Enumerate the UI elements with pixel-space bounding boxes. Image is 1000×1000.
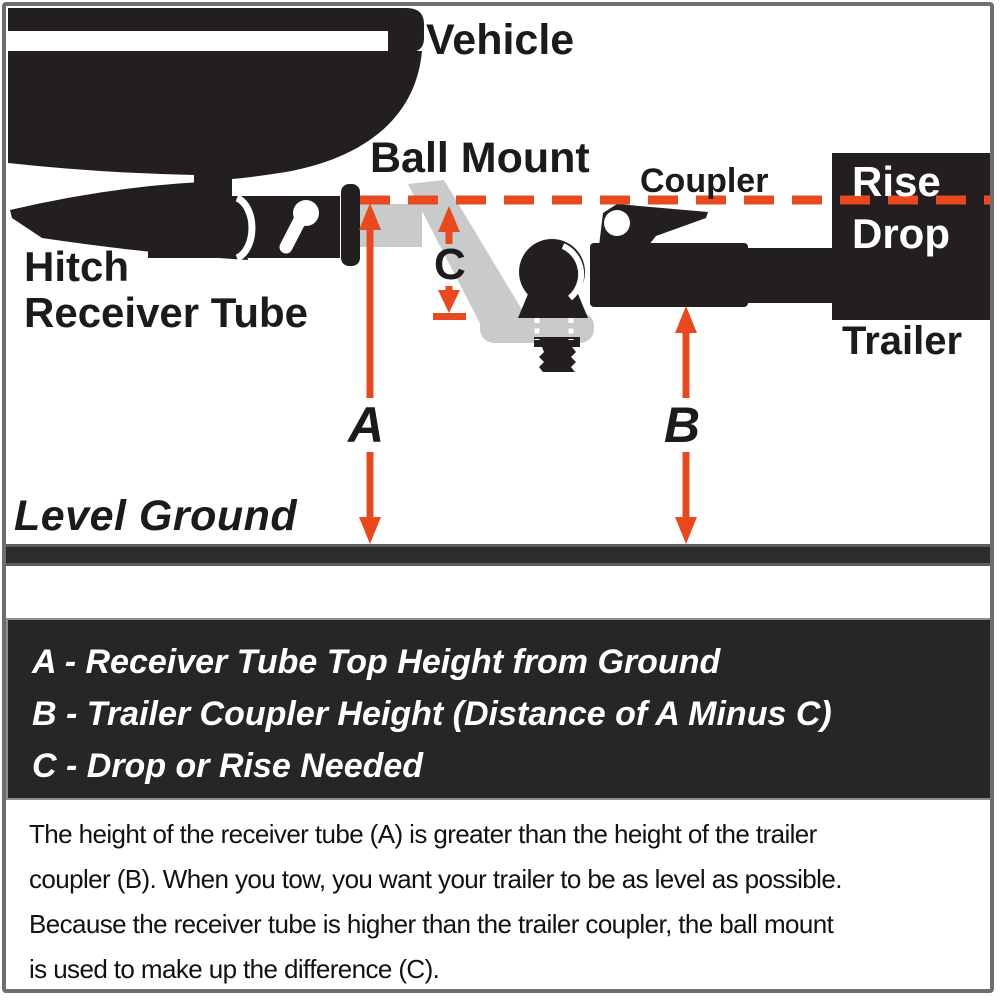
dimension-arrow-c	[433, 206, 466, 320]
description-text: The height of the receiver tube (A) is g…	[29, 812, 842, 992]
hitch-receiver-tube-label: Hitch Receiver Tube	[24, 243, 309, 336]
receiver-end-cap	[341, 184, 360, 266]
level-ground-label: Level Ground	[14, 492, 298, 540]
rise-label: Rise	[852, 158, 941, 205]
vehicle-label: Vehicle	[426, 16, 575, 64]
receiver-collar-arc	[235, 194, 256, 262]
ball-highlight-arc	[561, 243, 585, 301]
trailer-label: Trailer	[842, 319, 963, 363]
dimension-a-label: A	[348, 397, 385, 453]
latch-hole	[604, 210, 630, 236]
dimension-arrow-a	[359, 203, 381, 544]
ball-hole-dotted-lines	[534, 318, 574, 340]
drop-label: Drop	[852, 210, 950, 257]
dimension-b-label: B	[664, 397, 701, 453]
hitch-pin-icon	[279, 200, 319, 254]
description-line: Because the receiver tube is higher than…	[29, 909, 834, 939]
diagram-canvas	[8, 8, 990, 544]
ball-thread-nut	[539, 347, 576, 372]
rise-drop-label: Rise Drop	[852, 156, 950, 260]
dimension-c-label: C	[434, 240, 466, 289]
coupler-label: Coupler	[640, 162, 769, 200]
hitch-receiver-tube-shape	[148, 194, 340, 262]
legend-line-c: C - Drop or Rise Needed	[32, 747, 424, 785]
rise-drop-box	[832, 153, 990, 320]
trailer-coupler-shape	[590, 204, 748, 307]
dimension-arrow-b	[675, 306, 697, 544]
hitch-ball	[518, 239, 588, 372]
description-line: is used to make up the difference (C).	[29, 954, 440, 984]
legend-line-a: A - Receiver Tube Top Height from Ground	[32, 643, 721, 681]
ball-mount-label: Ball Mount	[370, 134, 590, 182]
legend-line-b: B - Trailer Coupler Height (Distance of …	[32, 695, 832, 733]
ground-bar	[2, 544, 994, 566]
description-line: coupler (B). When you tow, you want your…	[29, 864, 842, 894]
legend-panel: A - Receiver Tube Top Height from Ground…	[6, 618, 992, 800]
description-line: The height of the receiver tube (A) is g…	[29, 819, 817, 849]
